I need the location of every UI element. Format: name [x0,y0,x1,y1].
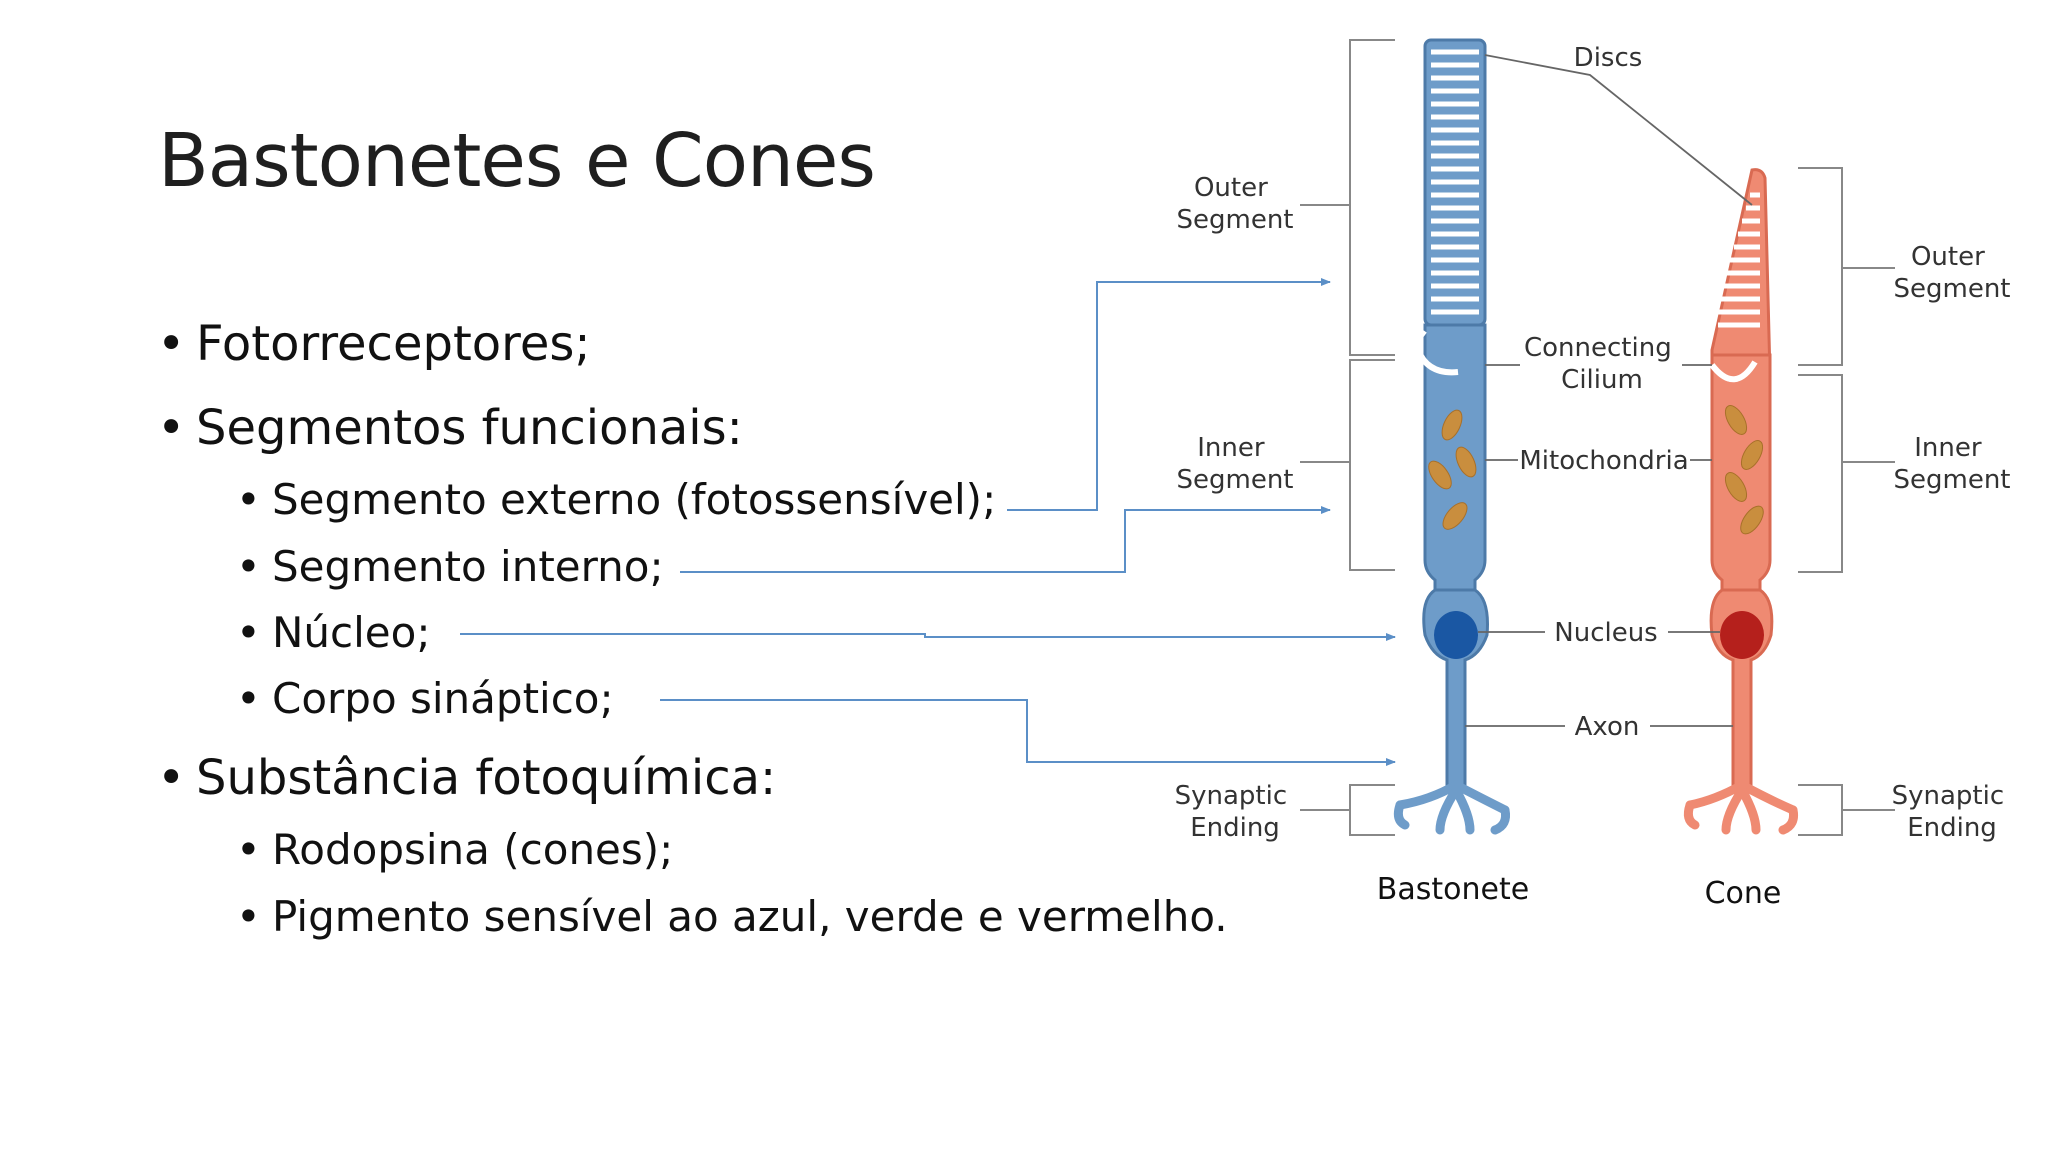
cone-nucleus [1720,611,1764,659]
label-line: Segment [1894,274,2011,304]
label-line: Segment [1894,465,2011,495]
label-discs: Discs [1574,43,1643,73]
label-line: Inner [1914,433,1982,463]
label-synaptic-right: Synaptic Ending [1892,781,2013,843]
caption-cone: Cone [1705,876,1782,911]
label-connecting-cilium: Connecting Cilium [1524,333,1680,395]
label-line: Outer [1911,242,1985,272]
label-inner-segment-right: Inner Segment [1894,433,2011,495]
label-line: Ending [1907,813,1997,843]
rod-cell [1398,40,1505,830]
label-line: Synaptic [1892,781,2005,811]
label-line: Cilium [1561,365,1643,395]
label-line: Inner [1197,433,1265,463]
label-line: Ending [1190,813,1280,843]
arrow-synaptic-body [660,700,1395,762]
label-line: Outer [1194,173,1268,203]
label-nucleus: Nucleus [1554,618,1657,648]
label-synaptic-left: Synaptic Ending [1175,781,1296,843]
label-line: Connecting [1524,333,1672,363]
left-brackets [1300,40,1395,835]
label-axon: Axon [1575,712,1640,742]
label-line: Segment [1177,465,1294,495]
label-mitochondria: Mitochondria [1519,446,1688,476]
label-outer-segment-left: Outer Segment [1177,173,1294,235]
label-outer-segment-right: Outer Segment [1894,242,2011,304]
cone-cell [1688,170,1793,830]
rod-synaptic-ending [1398,785,1505,830]
arrow-nucleus [460,634,1395,637]
rod-discs [1431,52,1479,312]
cone-synaptic-ending [1688,785,1793,830]
caption-rod: Bastonete [1377,872,1529,907]
pointer-arrows [460,282,1395,762]
label-inner-segment-left: Inner Segment [1177,433,1294,495]
rod-nucleus [1434,611,1478,659]
label-line: Synaptic [1175,781,1288,811]
arrow-inner-segment [680,510,1330,572]
right-brackets [1798,168,1895,835]
label-line: Segment [1177,205,1294,235]
